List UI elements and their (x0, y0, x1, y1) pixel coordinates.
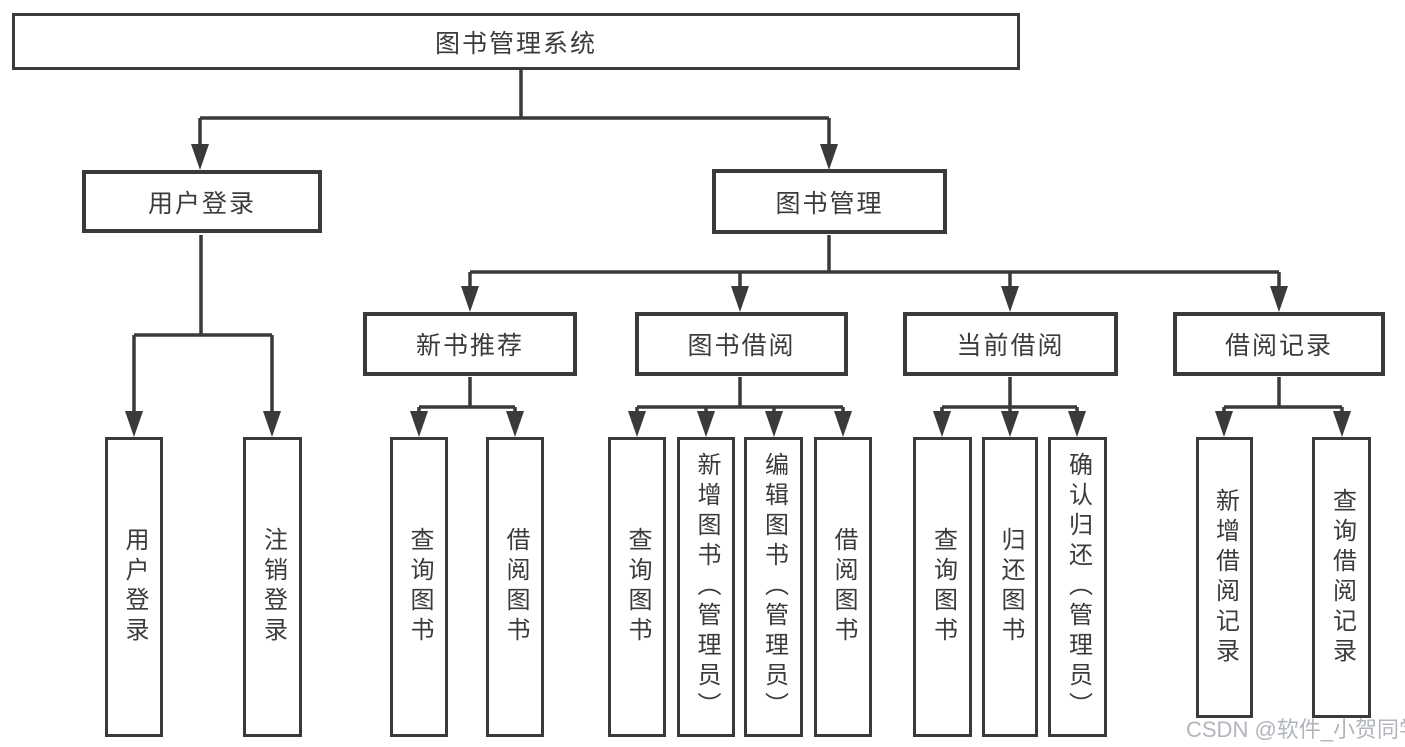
leaf-borrow-books: 借阅图书 (814, 437, 872, 737)
leaf-query-books-recommend: 查询图书 (390, 437, 448, 737)
leaf-add-borrow-record: 新增借阅记录 (1196, 437, 1253, 718)
node-book-borrow-label: 图书借阅 (687, 332, 796, 360)
leaf-query-books-borrow: 查询图书 (608, 437, 666, 737)
node-borrow-records: 借阅记录 (1173, 312, 1385, 376)
csdn-watermark: CSDN @软件_小贺同学 (1186, 717, 1405, 742)
node-book-management: 图书管理 (712, 169, 947, 234)
node-book-borrow: 图书借阅 (635, 312, 848, 376)
leaf-add-books-admin: 新增图书（管理员） (677, 437, 735, 737)
leaf-query-books-current: 查询图书 (913, 437, 972, 737)
connector-root-to-level2 (191, 70, 838, 170)
connector-borrow-records-children (1215, 377, 1351, 437)
node-user-login-label: 用户登录 (147, 189, 256, 218)
connector-user-login-children (125, 235, 281, 437)
connector-book-borrow-children (628, 377, 852, 437)
node-root-label: 图书管理系统 (434, 29, 597, 58)
leaf-user-login: 用户登录 (105, 437, 163, 737)
leaf-return-books: 归还图书 (982, 437, 1038, 737)
leaf-borrow-books-recommend: 借阅图书 (486, 437, 544, 737)
leaf-confirm-return-admin: 确认归还（管理员） (1048, 437, 1107, 737)
node-user-login: 用户登录 (82, 170, 322, 233)
connector-new-book-recommend-children (410, 377, 524, 437)
leaf-edit-books-admin: 编辑图书（管理员） (744, 437, 803, 737)
connector-book-management-to-level3 (461, 235, 1288, 312)
node-new-book-recommend: 新书推荐 (363, 312, 577, 376)
node-current-borrow-label: 当前借阅 (956, 332, 1065, 360)
node-current-borrow: 当前借阅 (903, 312, 1118, 376)
leaf-logout-login: 注销登录 (243, 437, 302, 737)
node-book-management-label: 图书管理 (775, 189, 884, 218)
connector-current-borrow-children (933, 377, 1086, 437)
node-new-book-recommend-label: 新书推荐 (415, 332, 524, 360)
node-borrow-records-label: 借阅记录 (1224, 332, 1333, 360)
node-root: 图书管理系统 (12, 13, 1020, 70)
leaf-query-borrow-record: 查询借阅记录 (1312, 437, 1371, 718)
